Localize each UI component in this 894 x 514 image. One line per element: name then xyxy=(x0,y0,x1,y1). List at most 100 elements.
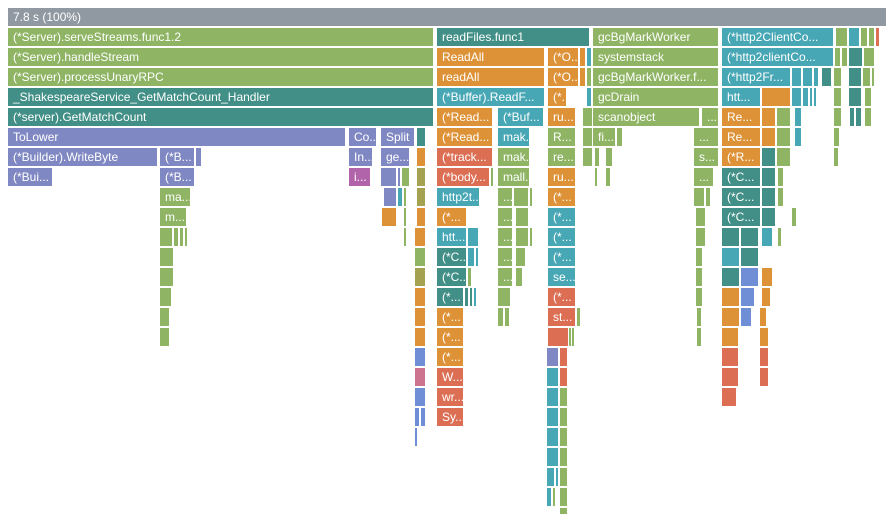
flame-frame[interactable] xyxy=(834,68,841,86)
flame-frame[interactable] xyxy=(741,288,754,306)
flame-frame[interactable] xyxy=(795,108,801,126)
flame-frame[interactable]: (*... xyxy=(437,288,463,306)
flame-frame[interactable] xyxy=(606,148,612,166)
flame-frame[interactable] xyxy=(722,388,736,406)
flame-frame[interactable]: (*Bui... xyxy=(8,168,52,186)
flame-frame[interactable]: (*Read... xyxy=(437,128,492,146)
flame-frame[interactable] xyxy=(722,288,739,306)
flame-frame[interactable]: ru... xyxy=(548,168,575,186)
flame-frame[interactable] xyxy=(560,348,567,366)
flame-frame[interactable] xyxy=(762,188,775,206)
flame-frame[interactable]: (*Buf... xyxy=(498,108,543,126)
flame-frame[interactable] xyxy=(834,88,841,106)
flame-frame[interactable] xyxy=(587,88,591,106)
flame-frame[interactable] xyxy=(834,148,838,166)
flame-frame[interactable] xyxy=(465,288,468,306)
flame-frame[interactable] xyxy=(398,168,400,186)
flame-frame[interactable]: ... xyxy=(498,228,512,246)
flame-frame[interactable] xyxy=(861,28,867,46)
flame-frame[interactable] xyxy=(415,368,425,386)
flame-frame[interactable] xyxy=(849,28,859,46)
flame-frame[interactable] xyxy=(741,248,758,266)
flame-frame[interactable]: W... xyxy=(437,368,463,386)
flame-frame[interactable] xyxy=(381,168,396,186)
flame-frame[interactable] xyxy=(569,328,571,346)
flame-frame[interactable]: (*... xyxy=(548,208,575,226)
flame-frame[interactable] xyxy=(547,348,558,366)
flame-frame[interactable] xyxy=(548,328,568,346)
flame-frame[interactable]: (*C... xyxy=(722,208,760,226)
flame-frame[interactable]: mak... xyxy=(498,128,529,146)
flame-frame[interactable] xyxy=(694,188,704,206)
flame-frame[interactable] xyxy=(415,408,419,426)
flame-frame[interactable]: (*Builder).WriteByte xyxy=(8,148,157,166)
flame-frame[interactable]: (*... xyxy=(548,188,575,206)
flame-frame[interactable]: (*http2Fr... xyxy=(722,68,790,86)
flame-frame[interactable] xyxy=(697,308,701,326)
flame-frame[interactable] xyxy=(516,228,528,246)
flame-frame[interactable]: ... xyxy=(498,268,512,286)
flame-frame[interactable] xyxy=(583,108,592,126)
flame-frame[interactable]: Split xyxy=(381,128,414,146)
flame-frame[interactable] xyxy=(404,228,406,246)
flame-frame[interactable] xyxy=(560,428,567,446)
flame-frame[interactable] xyxy=(491,168,493,186)
flame-frame[interactable] xyxy=(404,208,406,226)
flame-frame[interactable]: (*... xyxy=(437,328,463,346)
flame-frame[interactable]: (*track... xyxy=(437,148,492,166)
flame-frame[interactable] xyxy=(872,68,874,86)
flame-frame[interactable] xyxy=(174,228,178,246)
flame-frame[interactable]: http2t... xyxy=(437,188,479,206)
flame-frame[interactable] xyxy=(865,88,871,106)
flame-frame[interactable] xyxy=(560,368,567,386)
flame-frame[interactable] xyxy=(160,228,172,246)
flame-frame[interactable]: (*... xyxy=(548,88,566,106)
flame-frame[interactable]: se... xyxy=(548,268,575,286)
flame-frame[interactable] xyxy=(560,408,567,426)
flame-frame[interactable] xyxy=(580,48,585,66)
flame-frame[interactable] xyxy=(417,188,425,206)
flame-frame[interactable] xyxy=(415,248,425,266)
flame-frame[interactable] xyxy=(741,308,751,326)
flame-frame[interactable]: (*Server).processUnaryRPC xyxy=(8,68,433,86)
flame-frame[interactable] xyxy=(722,328,738,346)
flame-frame[interactable] xyxy=(398,188,402,206)
flame-frame[interactable]: mall... xyxy=(498,168,529,186)
flame-frame[interactable] xyxy=(814,68,818,86)
flame-frame[interactable] xyxy=(560,488,567,506)
flame-frame[interactable] xyxy=(185,228,187,246)
flame-frame[interactable]: m... xyxy=(160,208,186,226)
flame-frame[interactable]: _ShakespeareService_GetMatchCount_Handle… xyxy=(8,88,433,106)
flame-frame[interactable] xyxy=(530,228,532,246)
flame-frame[interactable] xyxy=(160,268,173,286)
flame-frame[interactable]: (*O... xyxy=(548,48,578,66)
flame-frame[interactable]: (*C... xyxy=(722,168,760,186)
flame-frame[interactable] xyxy=(696,208,705,226)
flame-frame[interactable]: (*... xyxy=(548,228,575,246)
flame-frame[interactable] xyxy=(697,328,701,346)
flame-frame[interactable] xyxy=(762,268,772,286)
flame-frame[interactable] xyxy=(760,328,768,346)
flame-frame[interactable]: (*O... xyxy=(548,68,578,86)
flame-frame[interactable]: (*Read... xyxy=(437,108,492,126)
flame-frame[interactable] xyxy=(580,68,585,86)
flame-frame[interactable]: Co... xyxy=(349,128,376,146)
flame-frame[interactable] xyxy=(777,128,790,146)
flame-frame[interactable]: ... xyxy=(498,248,512,266)
flame-frame[interactable] xyxy=(792,88,801,106)
flame-frame[interactable]: scanobject xyxy=(593,108,699,126)
flame-frame[interactable] xyxy=(498,288,510,306)
flame-frame[interactable]: (*... xyxy=(548,248,575,266)
flame-frame[interactable] xyxy=(505,308,509,326)
flame-frame[interactable] xyxy=(415,228,425,246)
flame-frame[interactable]: (*body... xyxy=(437,168,489,186)
flame-frame[interactable] xyxy=(547,488,551,506)
flame-frame[interactable] xyxy=(762,208,775,226)
flame-frame[interactable] xyxy=(415,388,425,406)
flame-frame[interactable] xyxy=(696,248,702,266)
flame-frame[interactable] xyxy=(547,448,558,466)
flame-frame[interactable]: systemstack xyxy=(593,48,718,66)
flame-frame[interactable]: gcBgMarkWorker xyxy=(593,28,718,46)
flame-frame[interactable]: ReadAll xyxy=(437,48,544,66)
flame-frame[interactable] xyxy=(553,488,555,506)
